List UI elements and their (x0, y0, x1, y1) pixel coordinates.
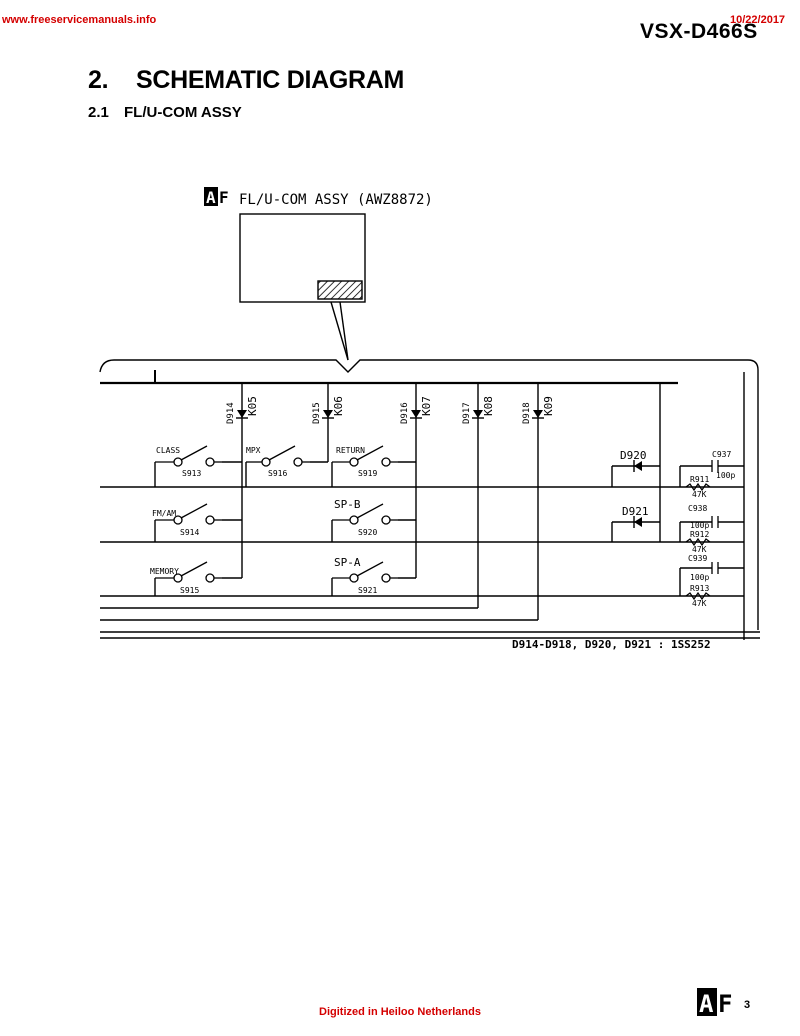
switch-label: CLASS (156, 446, 180, 455)
switch-ref: S919 (358, 469, 377, 478)
model-number: VSX-D466S (640, 20, 758, 43)
diode-ref-label: D916 (400, 402, 410, 424)
subsection-title-text: FL/U-COM ASSY (124, 104, 242, 121)
diode-part-note: D914-D918, D920, D921 : 1SS252 (512, 638, 711, 651)
resistor-ref: R911 (690, 475, 709, 484)
connector-hatch (317, 280, 363, 300)
switch-s921-contact (349, 573, 359, 583)
digitized-credit: Digitized in Heiloo Netherlands (319, 1006, 481, 1018)
diode-ref-label: D917 (462, 402, 472, 424)
diode-d916 (411, 410, 421, 418)
assembly-badge: A F (204, 187, 229, 207)
diode-ref-label: D915 (312, 402, 322, 424)
right-diode-label: D920 (620, 449, 647, 462)
switch-s913-contact (173, 457, 183, 467)
diode-d915 (323, 410, 333, 418)
switch-s916-contact (261, 457, 271, 467)
subsection-number: 2.1 (88, 104, 109, 121)
assembly-block (239, 213, 366, 303)
right-diode-label: D921 (622, 505, 649, 518)
diode-pin-label: K09 (542, 396, 555, 416)
section-title-text: SCHEMATIC DIAGRAM (136, 66, 405, 94)
resistor-value: 47K (692, 545, 707, 554)
switch-symbols (155, 445, 398, 583)
diode-pin-label: K08 (482, 396, 495, 416)
switch-ref: S916 (268, 469, 287, 478)
capacitor-value: 100p (690, 573, 709, 582)
capacitor-ref: C938 (688, 504, 707, 513)
subsection-title: 2.1 FL/U-COM ASSY (88, 104, 242, 121)
switch-label: MPX (246, 446, 261, 455)
assembly-label: FL/U-COM ASSY (AWZ8872) (239, 192, 433, 208)
switch-label: MEMORY (150, 567, 179, 576)
switch-s919-contact (349, 457, 359, 467)
switch-ref: S921 (358, 586, 377, 595)
switch-label: FM/AM (152, 509, 176, 518)
resistor-ref: R912 (690, 530, 709, 539)
switch-ref: S915 (180, 586, 199, 595)
diode-ref-label: D914 (226, 402, 236, 424)
diode-d921 (633, 516, 642, 528)
bus-brace (99, 359, 759, 630)
switch-label: SP-A (334, 556, 361, 569)
assembly-badge-letter-f: F (219, 188, 229, 207)
page-badge: A F (697, 988, 732, 1018)
switch-ref: S913 (182, 469, 201, 478)
capacitor-value: 100p (690, 521, 709, 530)
page-badge-letter-a: A (699, 990, 714, 1018)
diode-pin-label: K07 (420, 396, 433, 416)
diode-d920 (633, 460, 642, 472)
diode-pin-label: K06 (332, 396, 345, 416)
diode-d917 (473, 410, 483, 418)
resistor-ref: R913 (690, 584, 709, 593)
resistor-value: 47K (692, 599, 707, 608)
page-number: 3 (744, 999, 751, 1011)
section-number: 2. (88, 66, 109, 94)
switch-label: SP-B (334, 498, 361, 511)
diode-d918 (533, 410, 543, 418)
source-link[interactable]: www.freeservicemanuals.info (2, 14, 157, 26)
date-stamp: 10/22/2017 (730, 14, 786, 26)
capacitor-value: 100p (716, 471, 735, 480)
rc-network-symbols (685, 460, 719, 601)
diode-pin-label: K05 (246, 396, 259, 416)
switch-s920-contact (349, 515, 359, 525)
switch-ref: S914 (180, 528, 199, 537)
diode-column-group (236, 410, 544, 419)
resistor-value: 47K (692, 490, 707, 499)
switch-label: RETURN (336, 446, 365, 455)
diode-d914 (237, 410, 247, 418)
diode-ref-label: D918 (522, 402, 532, 424)
switch-ref: S920 (358, 528, 377, 537)
capacitor-ref: C937 (712, 450, 731, 459)
section-title: 2. SCHEMATIC DIAGRAM (88, 66, 404, 95)
assembly-badge-letter-a: A (206, 188, 216, 207)
page-badge-letter-f: F (718, 990, 732, 1018)
capacitor-ref: C939 (688, 554, 707, 563)
schematic-wiring (99, 213, 760, 640)
